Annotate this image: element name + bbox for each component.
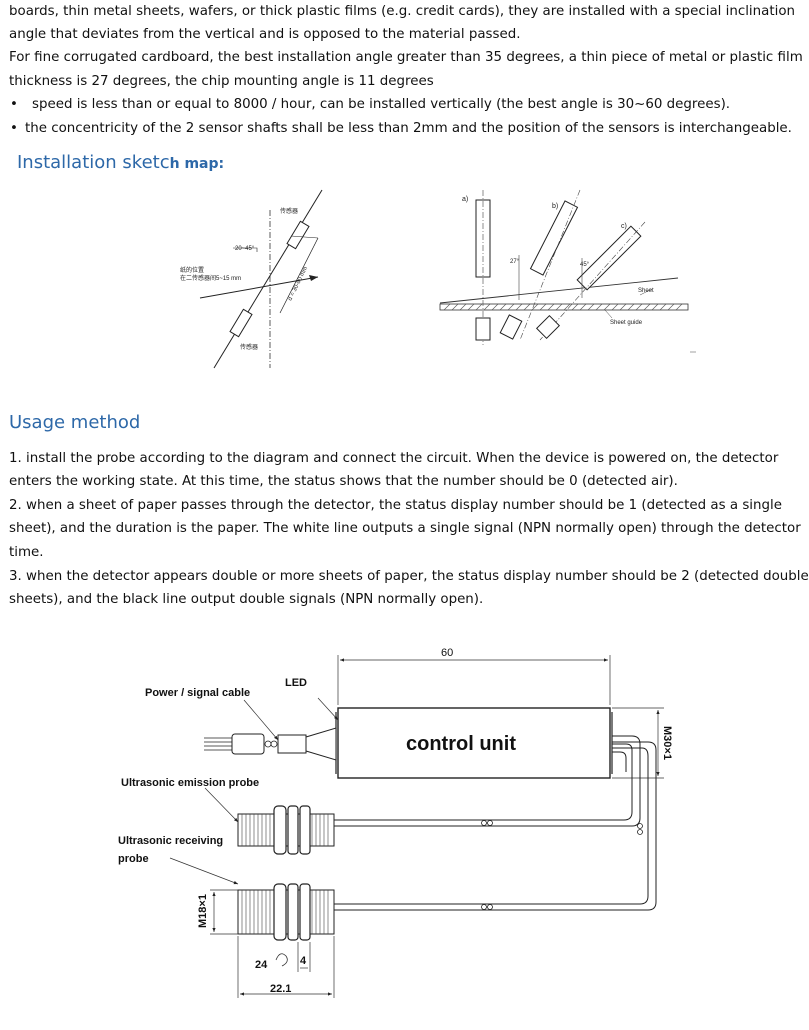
usage-line-6: 3. when the detector appears double or m… xyxy=(9,569,809,584)
dimension-m18-label: M18×1 xyxy=(197,894,209,928)
receiving-probe-label-1: Ultrasonic receiving xyxy=(118,835,223,847)
usage-heading: Usage method xyxy=(9,412,141,433)
emission-probe-label: Ultrasonic emission probe xyxy=(121,777,259,789)
sketch-heading-tail: h map: xyxy=(169,156,225,172)
usage-line-5: time. xyxy=(9,545,44,560)
sketch-left-distance-label: d = 30-80 mm xyxy=(287,266,309,302)
dimension-22-label: 22.1 xyxy=(270,983,291,995)
sketch-right-angle-27: 27° xyxy=(510,259,520,265)
control-unit: control unit xyxy=(335,707,613,779)
led-label: LED xyxy=(285,677,307,689)
receiving-probe-label-2: probe xyxy=(118,853,149,865)
intro-line-1: boards, thin metal sheets, wafers, or th… xyxy=(9,4,795,19)
usage-line-2: enters the working state. At this time, … xyxy=(9,474,678,489)
receiving-probe xyxy=(237,883,335,941)
intro-line-3: For fine corrugated cardboard, the best … xyxy=(9,50,803,65)
usage-line-1: 1. install the probe according to the di… xyxy=(9,451,779,466)
sketch-left-label-2: 在二传感器间5~15 mm xyxy=(180,274,241,282)
dimension-m30: M30×1 xyxy=(612,707,673,779)
power-signal-cable xyxy=(204,697,339,761)
emission-probe xyxy=(237,805,335,855)
cable-clips xyxy=(481,820,643,910)
sketch-left-top-label: 传感器 xyxy=(280,207,298,215)
intro-line-4: thickness is 27 degrees, the chip mounti… xyxy=(9,74,434,89)
power-cable-label: Power / signal cable xyxy=(145,687,250,699)
sketch-heading-main: Installation sketc xyxy=(17,152,170,173)
sketch-right-label-c: c) xyxy=(621,223,627,230)
usage-line-4: sheet), and the duration is the paper. T… xyxy=(9,521,801,536)
control-unit-label: control unit xyxy=(406,733,516,755)
dimension-m18: M18×1 xyxy=(197,889,238,935)
sensor-bottom xyxy=(229,308,253,338)
sketch-left-angle-label: 20~45° xyxy=(235,246,255,252)
bullet-dot-2: • xyxy=(10,121,18,136)
sketch-heading: Installation sketch map: xyxy=(17,152,224,173)
sketch-left-bottom-label: 传感器 xyxy=(240,343,258,351)
sensor-top xyxy=(286,220,310,250)
dimension-bottom: 24 4 22.1 xyxy=(237,936,335,998)
sketch-right-sheet: Sheet xyxy=(638,288,654,294)
intro-bullet-1: speed is less than or equal to 8000 / ho… xyxy=(32,97,731,112)
sketch-right-label-a: a) xyxy=(462,196,468,203)
sketch-right-guide: Sheet guide xyxy=(610,320,643,326)
dimension-4-label: 4 xyxy=(300,955,307,967)
wrench-icon xyxy=(275,953,288,967)
dimension-24-label: 24 xyxy=(255,959,268,971)
sketch-right-angle-45: 45° xyxy=(580,262,590,268)
intro-bullet-2: the concentricity of the 2 sensor shafts… xyxy=(25,121,792,136)
bullet-dot-1: • xyxy=(10,97,18,112)
usage-line-3: 2. when a sheet of paper passes through … xyxy=(9,498,782,513)
probe-cables xyxy=(334,735,657,911)
usage-line-7: sheets), and the black line output doubl… xyxy=(9,592,484,607)
sketch-right-label-b: b) xyxy=(552,203,558,210)
dimension-60-label: 60 xyxy=(441,647,453,659)
dimension-m30-label: M30×1 xyxy=(661,726,673,760)
dimension-60: 60 xyxy=(337,647,611,705)
sketch-left-label-1: 纸的位置 xyxy=(180,266,204,274)
intro-line-2: angle that deviates from the vertical an… xyxy=(9,27,521,42)
